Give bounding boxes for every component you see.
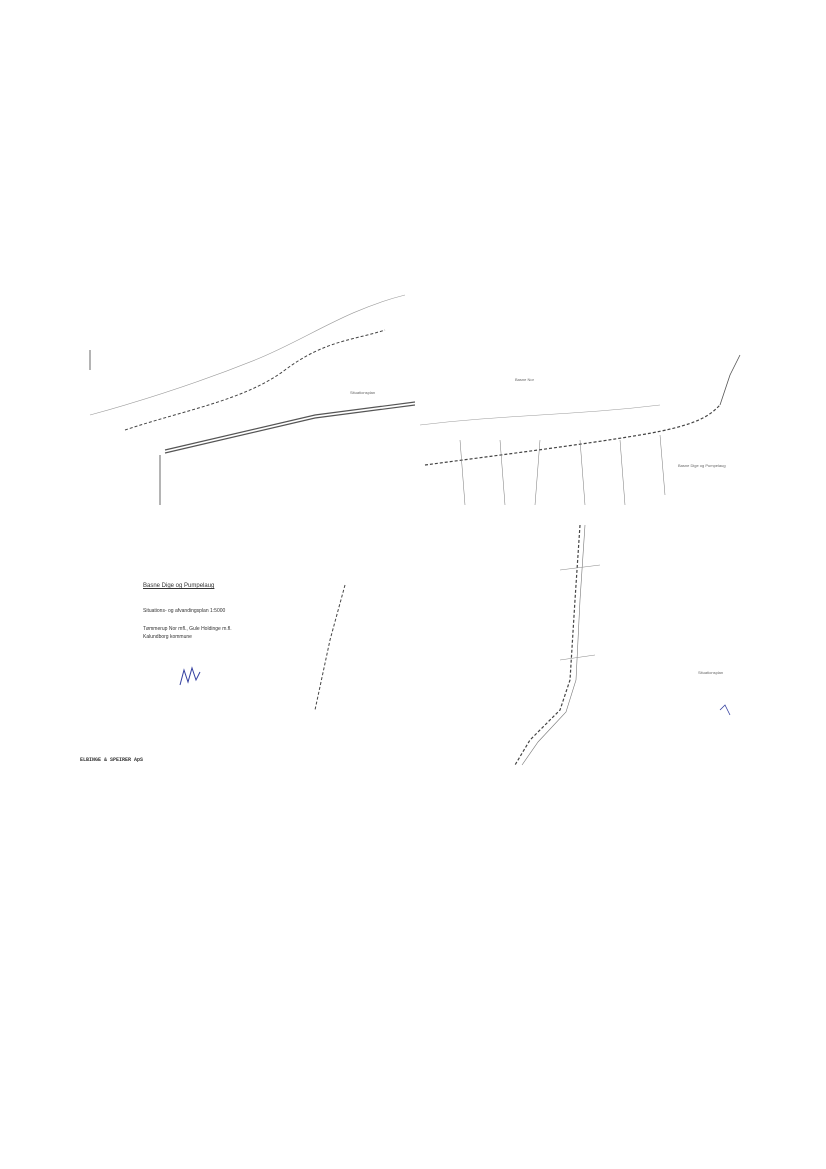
cover-title: Basne Dige og Pumpelaug [143, 583, 215, 589]
map-plan-1: Situationsplan [85, 290, 415, 505]
map-drawing [420, 354, 741, 505]
cover-subtitle: Situations- og afvandingsplan 1:5000 [143, 608, 226, 614]
map-drawing [514, 524, 731, 766]
signature [179, 584, 346, 711]
cover-line-2: Kalundborg kommune [143, 634, 192, 640]
cover-sheet: Basne Dige og Pumpelaug Situations- og a… [80, 520, 410, 770]
map-plan-2: Basne Nor Basne Dige og Pumpelaug [420, 345, 745, 505]
map-plan-3: Situationsplan [420, 520, 750, 770]
company-name: ELBINGE & SPEIRER ApS [80, 757, 144, 763]
cover-line-1: Tømmerup Nor mfl., Gule Holdinge m.fl. [143, 626, 232, 632]
title-block: Situationsplan [350, 390, 376, 395]
title-block: Situationsplan [698, 670, 724, 675]
map-label: Basne Nor [515, 377, 534, 382]
title-block: Basne Dige og Pumpelaug [678, 463, 726, 468]
map-drawing [89, 294, 415, 505]
